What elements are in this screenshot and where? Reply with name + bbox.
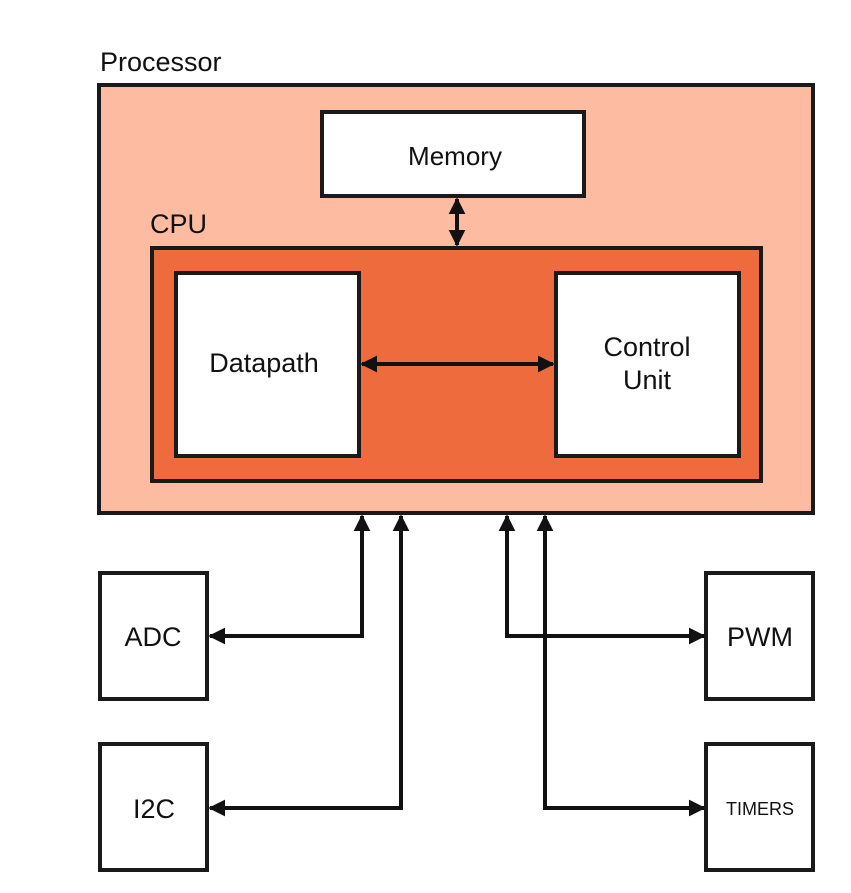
processor-label: Processor [100,47,222,77]
datapath-label: Datapath [209,348,319,378]
datapath-box [174,271,361,458]
i2c-box [98,742,209,872]
timers-box [704,742,815,872]
control-unit-label-line1: Control [603,332,690,362]
adc-box [98,571,209,701]
pwm-label: PWM [727,622,793,652]
memory-box [320,110,586,198]
processor-i2c-arrow [208,514,410,817]
cpu-label: CPU [150,209,207,239]
timers-label: TIMERS [726,799,794,819]
processor-adc-arrow [208,514,371,645]
control-unit-box [554,271,741,458]
control-unit-label-line2: Unit [623,365,672,395]
processor-timers-arrow [536,514,706,817]
pwm-box [704,571,815,701]
processor-pwm-arrow [498,514,706,645]
adc-label: ADC [124,622,181,652]
memory-label: Memory [408,141,502,171]
i2c-label: I2C [133,794,175,824]
